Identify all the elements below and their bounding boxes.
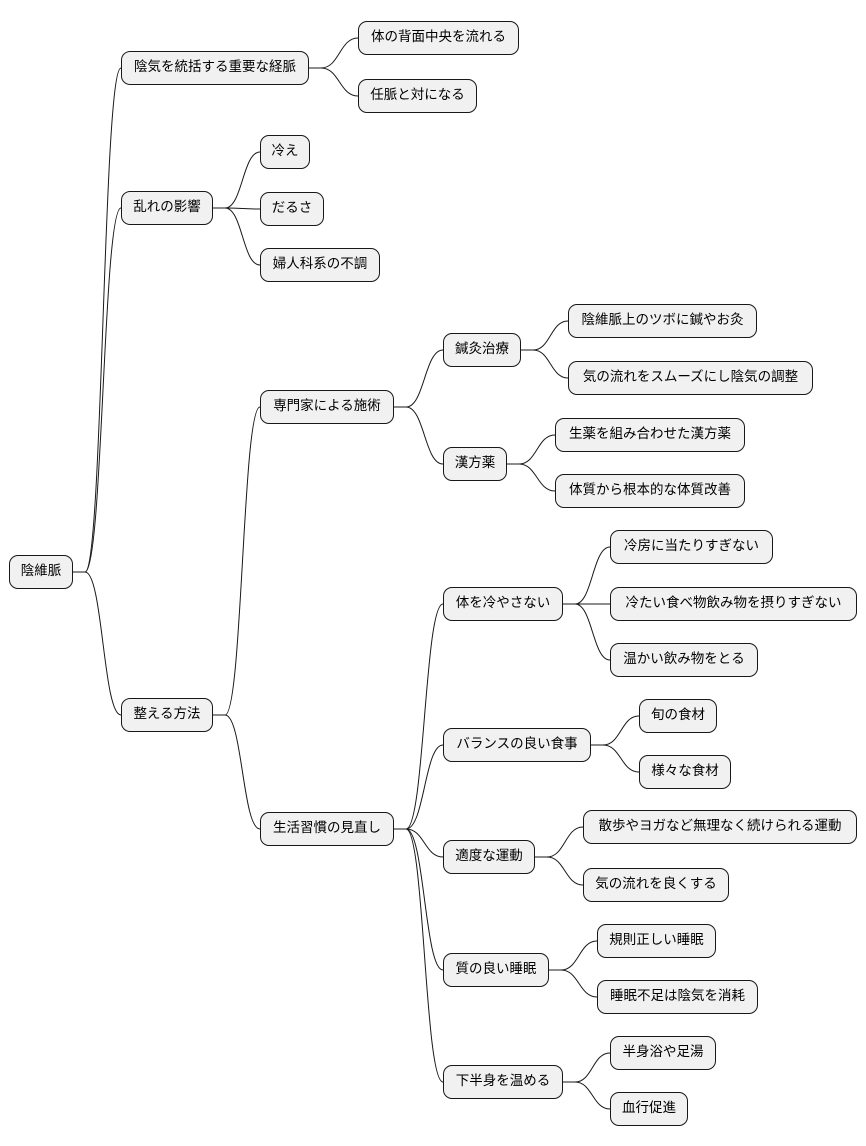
leaf-node: 気の流れを良くする (583, 868, 729, 902)
connector-line (213, 151, 261, 209)
leaf-node: 半身浴や足湯 (610, 1036, 716, 1070)
branch-node: 整える方法 (121, 698, 213, 732)
leaf-node: 旬の食材 (639, 699, 717, 733)
connector-line (394, 828, 444, 1083)
leaf-node: 任脈と対になる (358, 79, 477, 113)
category-node: 適度な運動 (443, 840, 535, 874)
leaf-node: 生薬を組み合わせた漢方薬 (555, 418, 745, 452)
leaf-node: 気の流れをスムーズにし陰気の調整 (568, 361, 813, 395)
leaf-node: 睡眠不足は陰気を消耗 (597, 980, 758, 1014)
connector-line (394, 406, 444, 465)
connector-line (394, 603, 444, 830)
sub-branch-node: 生活習慣の見直し (260, 812, 394, 846)
leaf-node: 温かい飲み物をとる (610, 643, 758, 677)
category-node: 下半身を温める (443, 1065, 563, 1099)
connector-line (394, 828, 444, 971)
connector-line (73, 571, 122, 716)
leaf-node: 体の背面中央を流れる (358, 21, 519, 55)
connector-line (507, 434, 556, 465)
connector-line (394, 828, 444, 858)
connector-line (563, 1081, 611, 1110)
root-node: 陰維脈 (9, 555, 73, 589)
connector-line (563, 603, 611, 661)
leaf-node: 陰維脈上のツボに鍼やお灸 (568, 304, 757, 338)
connector-line (521, 320, 569, 351)
leaf-node: 血行促進 (610, 1092, 688, 1126)
leaf-node: 婦人科系の不調 (260, 248, 380, 282)
connector-line (549, 969, 598, 998)
leaf-node: 冷え (260, 135, 310, 169)
leaf-node: 体質から根本的な体質改善 (555, 474, 745, 508)
leaf-node: 冷房に当たりすぎない (610, 530, 773, 564)
connector-line (394, 349, 444, 408)
connector-line (549, 940, 598, 971)
connector-line (535, 856, 584, 886)
connector-line (213, 207, 261, 266)
connector-line (213, 406, 261, 716)
connector-line (521, 349, 569, 379)
connector-line (591, 715, 640, 746)
leaf-node: だるさ (260, 192, 324, 226)
leaf-node: 様々な食材 (639, 755, 731, 789)
connector-line (394, 744, 444, 830)
leaf-node: 散歩やヨガなど無理なく続けられる運動 (583, 810, 857, 844)
category-node: 漢方薬 (443, 447, 507, 481)
branch-node: 乱れの影響 (121, 191, 213, 225)
connector-line (213, 714, 261, 830)
connector-line (507, 463, 556, 492)
connector-line (535, 826, 584, 858)
connector-line (309, 67, 359, 97)
connector-line (591, 744, 640, 773)
branch-node: 陰気を統括する重要な経脈 (121, 51, 309, 85)
connector-line (563, 546, 611, 605)
leaf-node: 規則正しい睡眠 (597, 924, 716, 958)
connector-line (309, 37, 359, 69)
category-node: 体を冷やさない (443, 587, 563, 621)
connector-line (73, 67, 122, 573)
category-node: 鍼灸治療 (443, 333, 521, 367)
sub-branch-node: 専門家による施術 (260, 390, 394, 424)
category-node: 質の良い睡眠 (443, 953, 549, 987)
connector-line (73, 207, 122, 573)
leaf-node: 冷たい食べ物飲み物を摂りすぎない (610, 587, 857, 621)
connector-line (563, 1052, 611, 1083)
category-node: バランスの良い食事 (443, 728, 591, 762)
